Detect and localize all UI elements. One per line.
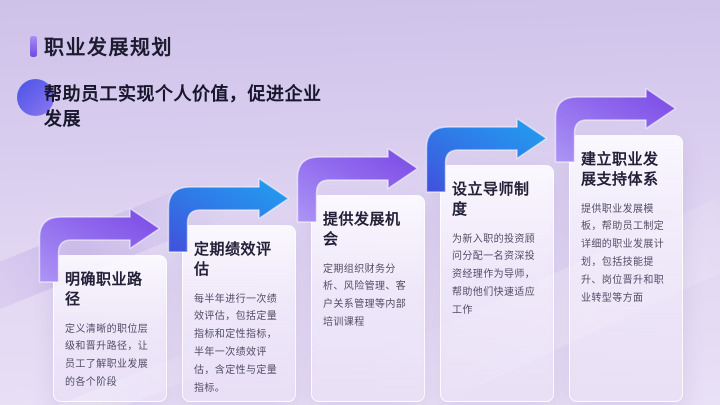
step-5: 建立职业发展支持体系 提供职业发展模板，帮助员工制定详细的职业发展计划，包括技能… [554, 87, 684, 402]
elbow-arrow-icon [296, 147, 419, 223]
step-title: 定期绩效评估 [194, 241, 272, 278]
slide-subtitle: 帮助员工实现个人价值，促进企业发展 [44, 84, 322, 129]
elbow-arrow-icon [167, 177, 290, 253]
elbow-arrow-icon [38, 207, 161, 283]
step-card: 明确职业路径 定义清晰的职位层级和晋升路径，让员工了解职业发展的各个阶段 [53, 255, 167, 402]
step-description: 定义清晰的职位层级和晋升路径，让员工了解职业发展的各个阶段 [65, 323, 149, 388]
step-title: 建立职业发展支持体系 [581, 151, 659, 188]
step-description: 定期组织财务分析、风险管理、客户关系管理等内部培训课程 [323, 263, 407, 328]
step-title: 设立导师制度 [452, 181, 530, 218]
elbow-arrow-icon [554, 87, 677, 163]
step-1: 明确职业路径 定义清晰的职位层级和晋升路径，让员工了解职业发展的各个阶段 [38, 207, 168, 402]
step-description: 每半年进行一次绩效评估，包括定量指标和定性指标，半年一次绩效评估，含定性与定量指… [194, 293, 278, 394]
step-description: 提供职业发展模板，帮助员工制定详细的职业发展计划，包括技能提升、岗位晋升和职业转… [581, 203, 665, 304]
step-card: 提供发展机会 定期组织财务分析、风险管理、客户关系管理等内部培训课程 [311, 195, 425, 402]
slide-title: 职业发展规划 [44, 37, 173, 59]
step-card: 设立导师制度 为新入职的投资顾问分配一名资深投资经理作为导师，帮助他们快速适应工… [440, 165, 554, 402]
elbow-arrow-icon [425, 117, 548, 193]
step-description: 为新入职的投资顾问分配一名资深投资经理作为导师，帮助他们快速适应工作 [452, 233, 536, 316]
step-title: 明确职业路径 [65, 271, 143, 308]
step-card: 定期绩效评估 每半年进行一次绩效评估，包括定量指标和定性指标，半年一次绩效评估，… [182, 225, 296, 402]
step-3: 提供发展机会 定期组织财务分析、风险管理、客户关系管理等内部培训课程 [296, 147, 426, 402]
step-card: 建立职业发展支持体系 提供职业发展模板，帮助员工制定详细的职业发展计划，包括技能… [569, 135, 683, 402]
subtitle-bullet-circle-icon [17, 79, 54, 116]
step-2: 定期绩效评估 每半年进行一次绩效评估，包括定量指标和定性指标，半年一次绩效评估，… [167, 177, 297, 402]
step-4: 设立导师制度 为新入职的投资顾问分配一名资深投资经理作为导师，帮助他们快速适应工… [425, 117, 555, 402]
step-title: 提供发展机会 [323, 211, 401, 248]
title-accent-bar-icon [30, 36, 37, 57]
